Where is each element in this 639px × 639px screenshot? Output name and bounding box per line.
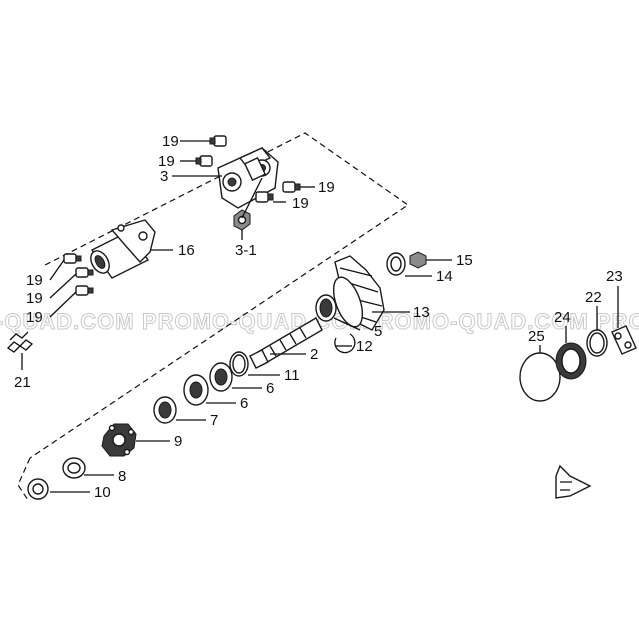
callout-8: 8	[118, 468, 126, 485]
watermark-center-2: PROMO-QUAD.COM	[362, 309, 589, 334]
callout-22: 22	[585, 289, 602, 306]
part-25-o-ring	[519, 352, 561, 402]
callout-11: 11	[284, 367, 300, 384]
callout-19: 19	[26, 290, 43, 307]
callout-21: 21	[14, 374, 31, 391]
callout-7: 7	[210, 412, 218, 429]
part-21-spring	[6, 331, 34, 353]
callout-16: 16	[178, 242, 195, 259]
assembly-dashed-outline	[17, 132, 410, 501]
callout-19: 19	[318, 179, 335, 196]
callout-19: 19	[158, 153, 175, 170]
part-10-nut	[27, 478, 49, 500]
part-2-pinion-shaft	[249, 317, 323, 369]
callout-13: 13	[413, 304, 430, 321]
part-6-bearing-b	[183, 374, 209, 406]
callout-3-1: 3-1	[235, 242, 257, 259]
part-22-ring	[586, 329, 608, 357]
callout-19: 19	[292, 195, 309, 212]
part-14-washer	[386, 252, 406, 276]
leader-lines	[21, 140, 619, 493]
part-6-bearing-a	[209, 362, 233, 392]
callout-23: 23	[606, 268, 623, 285]
part-13-bevel-gear	[332, 255, 385, 331]
callout-6: 6	[266, 380, 274, 397]
part-3-1-nut	[233, 209, 251, 231]
part-9-flange	[101, 423, 137, 457]
part-8-washer	[62, 457, 86, 479]
callout-labels: 19 19 3 19 19 3-1 16 19 19 19 21 15 14 1…	[14, 133, 623, 501]
part-7-seal	[153, 396, 177, 424]
callout-9: 9	[174, 433, 182, 450]
part-15-nut	[409, 251, 427, 269]
part-16-shaft-tube	[90, 219, 156, 279]
part-24-threaded-ring	[555, 342, 587, 380]
front-direction-icon	[555, 464, 592, 499]
callout-6: 6	[240, 395, 248, 412]
callout-19: 19	[26, 309, 43, 326]
part-11-ring	[229, 351, 249, 377]
callout-5: 5	[374, 323, 382, 340]
callout-3: 3	[160, 168, 168, 185]
callout-2: 2	[310, 346, 318, 363]
part-23-lock-plate	[611, 325, 637, 355]
callout-24: 24	[554, 309, 571, 326]
bolts-19-left	[63, 253, 94, 296]
callout-19: 19	[26, 272, 43, 289]
callout-25: 25	[528, 328, 545, 345]
callout-12: 12	[356, 338, 373, 355]
callout-14: 14	[436, 268, 453, 285]
callout-10: 10	[94, 484, 111, 501]
callout-15: 15	[456, 252, 473, 269]
callout-19: 19	[162, 133, 179, 150]
part-5-bearing	[315, 294, 337, 322]
watermark-left: -QUAD.COM	[0, 309, 135, 334]
part-12-circlip	[334, 333, 356, 354]
